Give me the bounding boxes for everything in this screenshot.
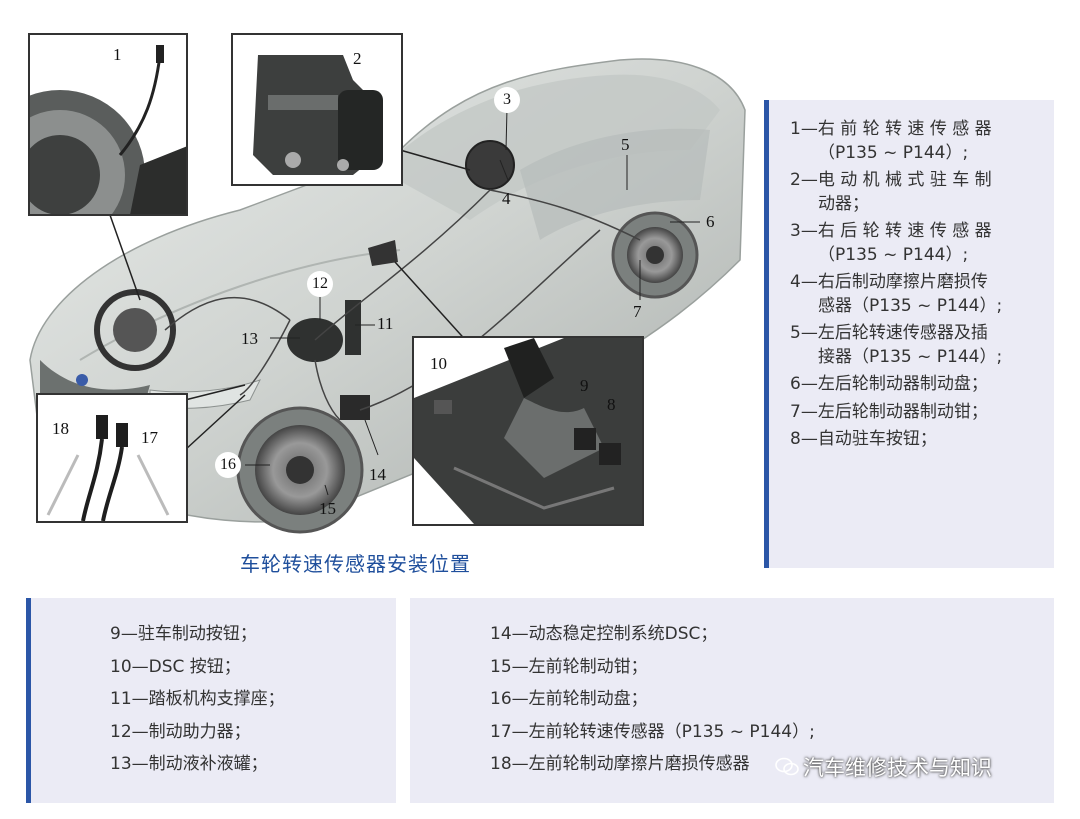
legend-item-11: 11—踏板机构支撑座； [110, 689, 285, 709]
callout-11: 11 [377, 314, 394, 333]
car-illustration [29, 58, 746, 534]
right-rear-disc [465, 140, 515, 190]
pedal-support [345, 300, 361, 355]
callout-16: 16 [215, 452, 241, 478]
callout-13: 13 [241, 329, 258, 348]
auto-hold-button-graphic [574, 428, 596, 450]
brake-lines [164, 189, 641, 421]
legend-item-2: 2—电 动 机 械 式 驻 车 制动器； [790, 170, 992, 214]
legend-bottom-left-panel: 9—驻车制动按钮； 10—DSC 按钮； 11—踏板机构支撑座； 12—制动助力… [26, 598, 396, 803]
callout-1: 1 [113, 45, 122, 64]
legend-item-4: 4—右后制动摩擦片磨损传感器（P135 ~ P144）; [790, 272, 1003, 316]
callout-3: 3 [494, 87, 520, 113]
legend-bottom-right-panel: 14—动态稳定控制系统DSC； 15—左前轮制动钳； 16—左前轮制动盘； 17… [410, 598, 1054, 803]
legend-item-18: 18—左前轮制动摩擦片磨损传感器 [490, 754, 750, 774]
callout-17: 17 [141, 428, 158, 447]
legend-item-16: 16—左前轮制动盘； [490, 689, 648, 709]
car-side-window [520, 128, 710, 240]
callout-4: 4 [502, 189, 511, 208]
legend-right-panel: 1—右 前 轮 转 速 传 感 器（P135 ~ P144）; 2—电 动 机 … [764, 100, 1054, 568]
accent-bar [26, 598, 31, 803]
legend-item-1: 1—右 前 轮 转 速 传 感 器（P135 ~ P144）; [790, 119, 992, 163]
accent-bar [764, 100, 769, 568]
legend-item-17: 17—左前轮转速传感器（P135 ~ P144）; [490, 721, 815, 742]
callout-10: 10 [430, 354, 447, 373]
car-logo [76, 374, 88, 386]
callout-5: 5 [621, 135, 630, 154]
inset-front-sensors [36, 393, 188, 523]
legend-item-13: 13—制动液补液罐； [110, 754, 268, 774]
legend-item-12: 12—制动助力器； [110, 721, 251, 742]
callout-8: 8 [607, 395, 616, 414]
legend-item-14: 14—动态稳定控制系统DSC； [490, 624, 718, 644]
wechat-icon [775, 757, 799, 782]
legend-item-5: 5—左后轮转速传感器及插接器（P135 ~ P144）; [790, 323, 1003, 367]
figure-caption: 车轮转速传感器安装位置 [240, 552, 471, 576]
legend-item-10: 10—DSC 按钮； [110, 656, 241, 677]
legend-item-3: 3—右 后 轮 转 速 传 感 器（P135 ~ P144）; [790, 221, 992, 265]
parking-button-graphic [599, 443, 621, 465]
legend-item-8: 8—自动驻车按钮； [790, 429, 937, 449]
watermark-text: 汽车维修技术与知识 [803, 756, 992, 780]
callout-18: 18 [52, 419, 69, 438]
callout-15: 15 [319, 499, 336, 518]
callout-12: 12 [307, 271, 333, 297]
watermark: 汽车维修技术与知识 [775, 752, 992, 782]
inset-right-front-sensor [0, 33, 190, 260]
right-front-disc [94, 289, 176, 371]
callout-14: 14 [369, 465, 386, 484]
legend-item-7: 7—左后轮制动器制动钳； [790, 401, 988, 422]
dsc-button-graphic [434, 400, 452, 414]
car-windshield [380, 74, 720, 220]
gear-lever [368, 240, 398, 266]
legend-item-9: 9—驻车制动按钮； [110, 624, 257, 644]
callout-9: 9 [580, 376, 589, 395]
legend-item-15: 15—左前轮制动钳； [490, 656, 648, 677]
inset-emf-caliper [231, 33, 403, 186]
inset-center-console [412, 336, 644, 526]
callout-7: 7 [633, 302, 642, 321]
callout-2: 2 [353, 49, 362, 68]
callout-6: 6 [706, 212, 715, 231]
legend-item-6: 6—左后轮制动器制动盘； [790, 374, 988, 394]
car-brake-diagram: 1 2 3 4 5 6 7 8 9 10 11 12 13 14 15 16 1… [0, 0, 760, 540]
